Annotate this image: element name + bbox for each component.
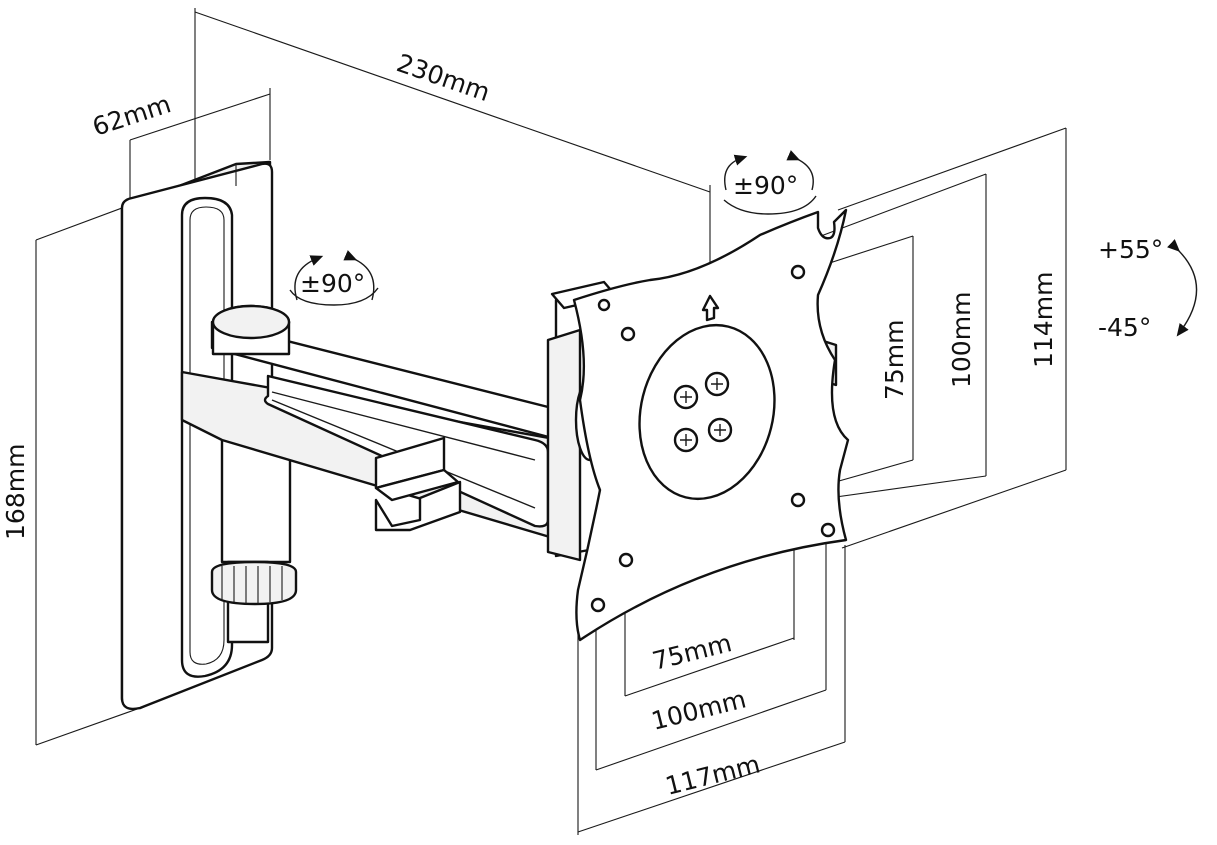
label-tilt-up: +55° [1098,235,1163,264]
dimension-lines [35,8,1067,835]
label-wall-plate-height: 168mm [1,444,30,540]
mounting-holes [590,264,836,613]
vesa-screws [673,371,733,453]
label-vesa-75-vertical: 75mm [880,319,909,400]
rotation-arrows [289,150,1198,337]
vesa-plate [572,208,850,642]
label-rotation-plate: ±90° [733,171,798,200]
label-vesa-75-horizontal: 75mm [649,628,734,676]
swing-arm [180,304,562,644]
label-vesa-100-horizontal: 100mm [648,684,749,735]
label-depth: 62mm [89,89,175,141]
label-swivel-arm: ±90° [300,269,365,298]
label-plate-width: 117mm [662,749,763,800]
label-plate-height: 114mm [1029,272,1058,368]
up-arrow-icon [701,294,720,322]
label-tilt-down: -45° [1098,313,1151,342]
label-vesa-100-vertical: 100mm [947,292,976,388]
